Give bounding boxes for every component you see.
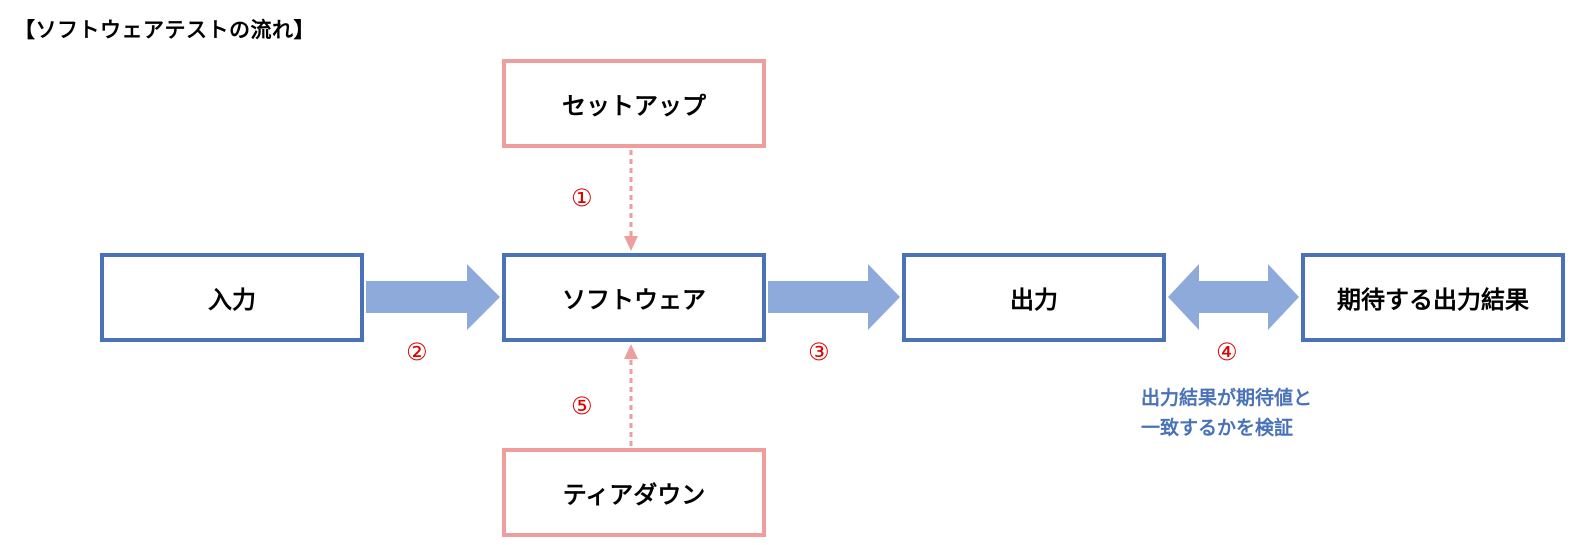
- step-label-2: ②: [406, 338, 428, 366]
- setup-box: セットアップ: [502, 59, 766, 148]
- page-title: 【ソフトウェアテストの流れ】: [14, 18, 315, 42]
- expected-output-box: 期待する出力結果: [1301, 253, 1565, 342]
- step-label-4: ④: [1216, 338, 1238, 366]
- arrowhead-up: [624, 344, 638, 359]
- verification-note-line-1: 出力結果が期待値と: [1141, 387, 1313, 409]
- software-box: ソフトウェア: [502, 253, 766, 342]
- verification-note-line-2: 一致するかを検証: [1141, 417, 1294, 439]
- arrow-input-to-software: [366, 264, 500, 330]
- step-label-3: ③: [808, 338, 830, 366]
- arrowhead-down: [624, 236, 638, 251]
- input-box: 入力: [100, 253, 364, 342]
- arrow-output-expected-compare: [1168, 264, 1299, 330]
- arrow-software-to-output: [768, 264, 900, 330]
- teardown-box: ティアダウン: [502, 448, 766, 537]
- step-label-5: ⑤: [571, 392, 593, 420]
- output-box: 出力: [902, 253, 1166, 342]
- step-label-1: ①: [571, 184, 593, 212]
